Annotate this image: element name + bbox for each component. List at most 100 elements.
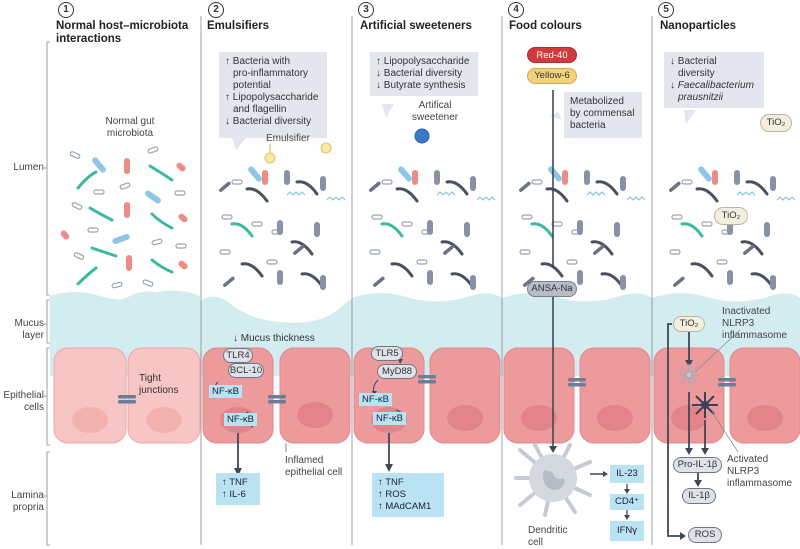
yellow6-dye-badge: Yellow-6 xyxy=(527,68,577,84)
callout-line: ↓ Bacterial xyxy=(670,56,717,67)
sweetener-sphere-icon xyxy=(414,128,430,144)
bacterium-icon xyxy=(395,187,419,203)
emulsifier-label: Emulsifier xyxy=(266,133,310,144)
callout-line: ↑ Lipopolysaccharide xyxy=(376,56,470,67)
column-number-2: 2 xyxy=(208,2,224,18)
metabolized-callout: Metabolized by commensal bacteria xyxy=(564,92,642,138)
sweetener-effects-callout: ↑ Lipopolysaccharide ↓ Bacterial diversi… xyxy=(370,52,478,96)
column-title-5: Nanoparticles xyxy=(660,20,737,32)
row-label-lamina: Lamina propria xyxy=(0,490,44,514)
bacterium-icon xyxy=(293,244,305,255)
bacterium-icon xyxy=(577,270,583,285)
row-label-epithelial: Epithelial cells xyxy=(0,390,44,414)
inflamed-cell-label: Inflamed epithelial cell xyxy=(285,455,342,479)
mucus-layer xyxy=(352,293,502,346)
callout-line: ↓ Faecalibacterium xyxy=(670,80,754,91)
callout-line: ↓ Bacterial diversity xyxy=(225,116,312,127)
activated-nlrp3-label: Activated NLRP3 inflammasome xyxy=(727,454,792,490)
row-label-lumen: Lumen xyxy=(13,162,44,173)
bacterium-icon xyxy=(750,272,774,288)
bacterium-icon xyxy=(416,259,428,265)
bacterium-icon xyxy=(245,187,269,203)
bacterium-icon xyxy=(470,275,476,290)
cytokine-output-box: ↑ TNF ↑ IL-6 xyxy=(216,473,260,505)
bacterium-icon xyxy=(523,276,535,287)
bacterium-icon xyxy=(669,249,681,255)
bacterium-icon xyxy=(231,179,243,185)
bacterium-icon xyxy=(248,166,262,182)
bacterium-icon xyxy=(695,187,719,203)
bcl10-adaptor: BCL-10 xyxy=(228,363,264,378)
bacterium-icon xyxy=(764,222,770,237)
bacterium-icon xyxy=(401,221,413,227)
label-line: Dendritic xyxy=(528,525,568,536)
bacterium-icon xyxy=(614,222,620,237)
nfkb-nuclear-box: NF-κB xyxy=(373,412,406,425)
bacterium-icon xyxy=(531,179,543,185)
label-line: sweetener xyxy=(412,112,459,123)
bacterium-icon xyxy=(290,240,314,256)
callout-line: and flagellin xyxy=(233,104,287,115)
il1b-box: IL-1β xyxy=(682,488,716,504)
bacterium-icon xyxy=(770,275,776,290)
tlr4-receptor: TLR4 xyxy=(223,348,253,363)
bacterium-icon xyxy=(770,176,776,191)
bacterium-icon xyxy=(450,272,474,288)
bacterium-icon xyxy=(412,170,418,185)
bacterium-icon xyxy=(240,262,264,278)
bacterium-icon xyxy=(223,276,235,287)
cytokine-output-box: ↑ TNF ↑ ROS ↑ MAdCAM1 xyxy=(372,473,444,517)
bacterium-icon xyxy=(440,240,464,256)
bacterium-icon xyxy=(562,170,568,185)
column-number-4: 4 xyxy=(508,2,524,18)
row-label-line: propria xyxy=(12,502,44,513)
label-line: Normal gut xyxy=(105,116,155,127)
cytokine-item: ↑ MAdCAM1 xyxy=(378,501,432,512)
bacterium-icon xyxy=(669,181,681,192)
bacterium-icon xyxy=(740,240,764,256)
cytokine-item: ↑ TNF xyxy=(378,477,404,488)
bacterium-icon xyxy=(277,220,283,235)
column-number-5: 5 xyxy=(658,2,674,18)
bacterium-icon xyxy=(470,176,476,191)
bacterium-icon xyxy=(266,259,278,265)
bacterium-icon xyxy=(390,262,414,278)
callout-line: ↑ Bacteria with xyxy=(225,56,291,67)
bacterium-icon xyxy=(219,249,231,255)
bacterium-icon xyxy=(464,222,470,237)
tio2-particle-badge: TiO₂ xyxy=(760,114,792,132)
callout-line: Metabolized xyxy=(570,96,624,107)
callout-line: diversity xyxy=(678,68,715,79)
callout-line: ↓ Bacterial diversity xyxy=(376,68,463,79)
bacterium-icon xyxy=(690,262,714,278)
bacteria-dysbiotic xyxy=(219,166,796,290)
bacterium-icon xyxy=(595,180,619,196)
nfkb-nuclear-box: NF-κB xyxy=(224,413,257,426)
bacterium-icon xyxy=(380,222,404,238)
emulsifier-effects-callout: ↑ Bacteria with pro-inflammatory potenti… xyxy=(219,52,327,138)
label-line: Activated xyxy=(727,454,769,465)
bacterium-icon xyxy=(712,170,718,185)
tight-junctions-label: Tight junctions xyxy=(139,373,178,397)
bacterium-icon xyxy=(584,170,590,185)
ansa-na-metabolite: ANSA-Na xyxy=(527,281,577,297)
column-title-3: Artificial sweeteners xyxy=(360,20,472,32)
tio2-particle-badge: TiO₂ xyxy=(673,316,705,332)
label-line: Inflamed xyxy=(285,455,324,466)
cytokine-item: ↑ TNF xyxy=(222,477,248,488)
bacterium-icon xyxy=(320,275,326,290)
bacterium-icon xyxy=(398,166,412,182)
bacterium-icon xyxy=(251,221,263,227)
column-title-line: interactions xyxy=(56,33,122,45)
column-number-1: 1 xyxy=(58,2,74,18)
label-line: NLRP3 xyxy=(722,318,755,329)
bacterium-icon xyxy=(626,196,646,201)
column-title-2: Emulsifiers xyxy=(207,20,269,32)
il23-box: IL-23 xyxy=(610,465,644,483)
callout-line: ↓ Butyrate synthesis xyxy=(376,80,466,91)
bacterium-icon xyxy=(673,276,685,287)
nanoparticle-effects-callout: ↓ Bacterial diversity ↓ Faecalibacterium… xyxy=(664,52,764,108)
bacterium-icon xyxy=(434,170,440,185)
inactivated-nlrp3-label: Inactivated NLRP3 inflammasome xyxy=(722,306,787,342)
